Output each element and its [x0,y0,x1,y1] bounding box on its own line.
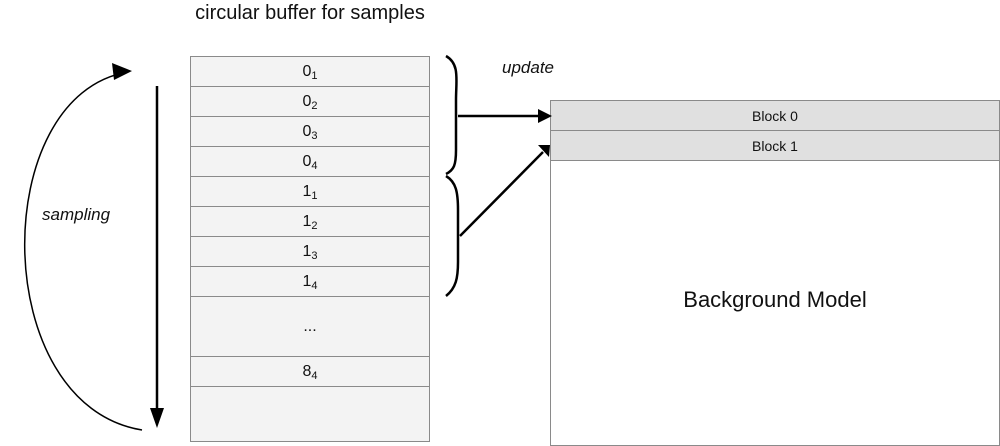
cell-sub: 3 [311,130,318,142]
model-block-0: Block 0 [551,101,999,131]
buffer-ellipsis: ... [191,297,429,357]
update-arrow-block-1 [459,151,544,237]
buffer-cell: 04 [191,147,429,177]
buffer-cell: 03 [191,117,429,147]
cell-main: 0 [302,153,312,170]
background-model: Block 0 Block 1 Background Model [550,100,1000,446]
buffer-cell: 01 [191,57,429,87]
cell-sub: 4 [311,370,318,382]
buffer-cell: 11 [191,177,429,207]
model-block-1: Block 1 [551,131,999,161]
cell-main: 0 [302,93,312,110]
cell-sub: 1 [311,190,318,202]
cell-sub: 2 [311,220,318,232]
update-label: update [502,58,554,77]
cell-main: 1 [302,213,312,230]
cell-main: 0 [302,63,312,80]
cell-main: 1 [302,273,312,290]
cell-sub: 1 [311,70,318,82]
buffer-cell-last: 84 [191,357,429,387]
cell-main: 8 [302,363,312,380]
cell-main: 1 [302,183,312,200]
model-label: Background Model [683,287,867,312]
sampling-label: sampling [42,205,111,224]
update-arrowhead-block-1 [538,145,550,157]
cell-sub: 2 [311,100,318,112]
buffer-title: circular buffer for samples [195,2,425,24]
buffer-cell: 02 [191,87,429,117]
sampling-curve-arrowhead [112,63,132,80]
cell-sub: 4 [311,280,318,292]
brace-upper [445,54,458,176]
cell-sub: 4 [311,160,318,172]
update-arrowhead-block-0 [538,109,552,123]
buffer-cell: 14 [191,267,429,297]
circular-buffer: 01 02 03 04 11 12 13 14 ... 84 [190,56,430,442]
buffer-cell: 12 [191,207,429,237]
brace-lower [445,174,460,297]
cell-sub: 3 [311,250,318,262]
cell-main: 1 [302,243,312,260]
sampling-down-arrowhead [150,408,164,428]
cell-main: 0 [302,123,312,140]
sampling-curve-arrow [23,71,143,431]
buffer-cell: 13 [191,237,429,267]
